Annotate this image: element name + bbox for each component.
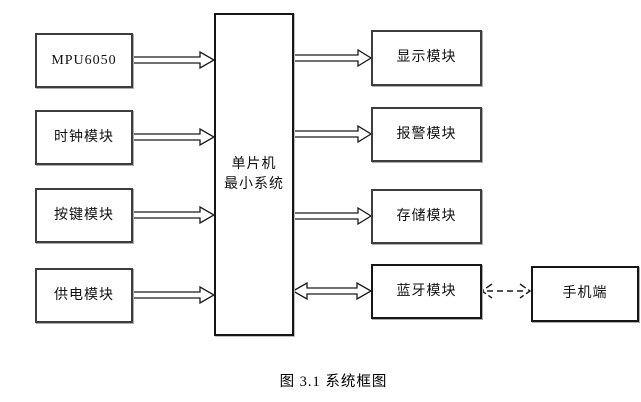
arrow-mcu-to-alarm	[292, 124, 373, 144]
module-label-bluetooth: 蓝牙模块	[396, 283, 457, 299]
mcu-label-line1: 单片机	[231, 156, 277, 172]
module-box-alarm: 报警模块	[371, 107, 482, 162]
module-box-display: 显示模块	[371, 30, 482, 86]
module-box-clock: 时钟模块	[35, 110, 133, 165]
module-label-display: 显示模块	[396, 50, 457, 65]
arrow-mcu-bluetooth-bidirectional	[291, 281, 373, 301]
module-box-bluetooth: 蓝牙模块	[371, 264, 482, 319]
arrow-mcu-to-display	[292, 48, 373, 68]
module-label-clock: 时钟模块	[54, 129, 114, 145]
arrow-power-to-mcu	[131, 285, 216, 305]
module-label-storage: 存储模块	[396, 208, 457, 224]
module-box-power: 供电模块	[35, 268, 133, 323]
module-box-mcu-minimal-system: 单片机 最小系统	[214, 13, 294, 336]
arrow-bluetooth-phone-dashed	[480, 283, 532, 299]
module-box-storage: 存储模块	[371, 189, 482, 244]
arrow-mpu6050-to-mcu	[131, 50, 216, 70]
module-label-power: 供电模块	[54, 287, 114, 303]
module-label-keys: 按键模块	[54, 207, 114, 223]
module-label-alarm: 报警模块	[396, 126, 457, 142]
module-box-keys: 按键模块	[35, 188, 133, 243]
module-box-phone: 手机端	[531, 266, 639, 322]
module-label-phone: 手机端	[562, 286, 608, 301]
mcu-label-line2: 最小系统	[224, 176, 284, 192]
arrow-clock-to-mcu	[130, 127, 216, 147]
figure-caption: 图 3.1 系统框图	[279, 374, 388, 390]
arrow-keys-to-mcu	[130, 205, 216, 225]
module-label-mpu6050: MPU6050	[51, 52, 117, 68]
arrow-mcu-to-storage	[292, 206, 373, 226]
module-box-mpu6050: MPU6050	[35, 33, 133, 88]
